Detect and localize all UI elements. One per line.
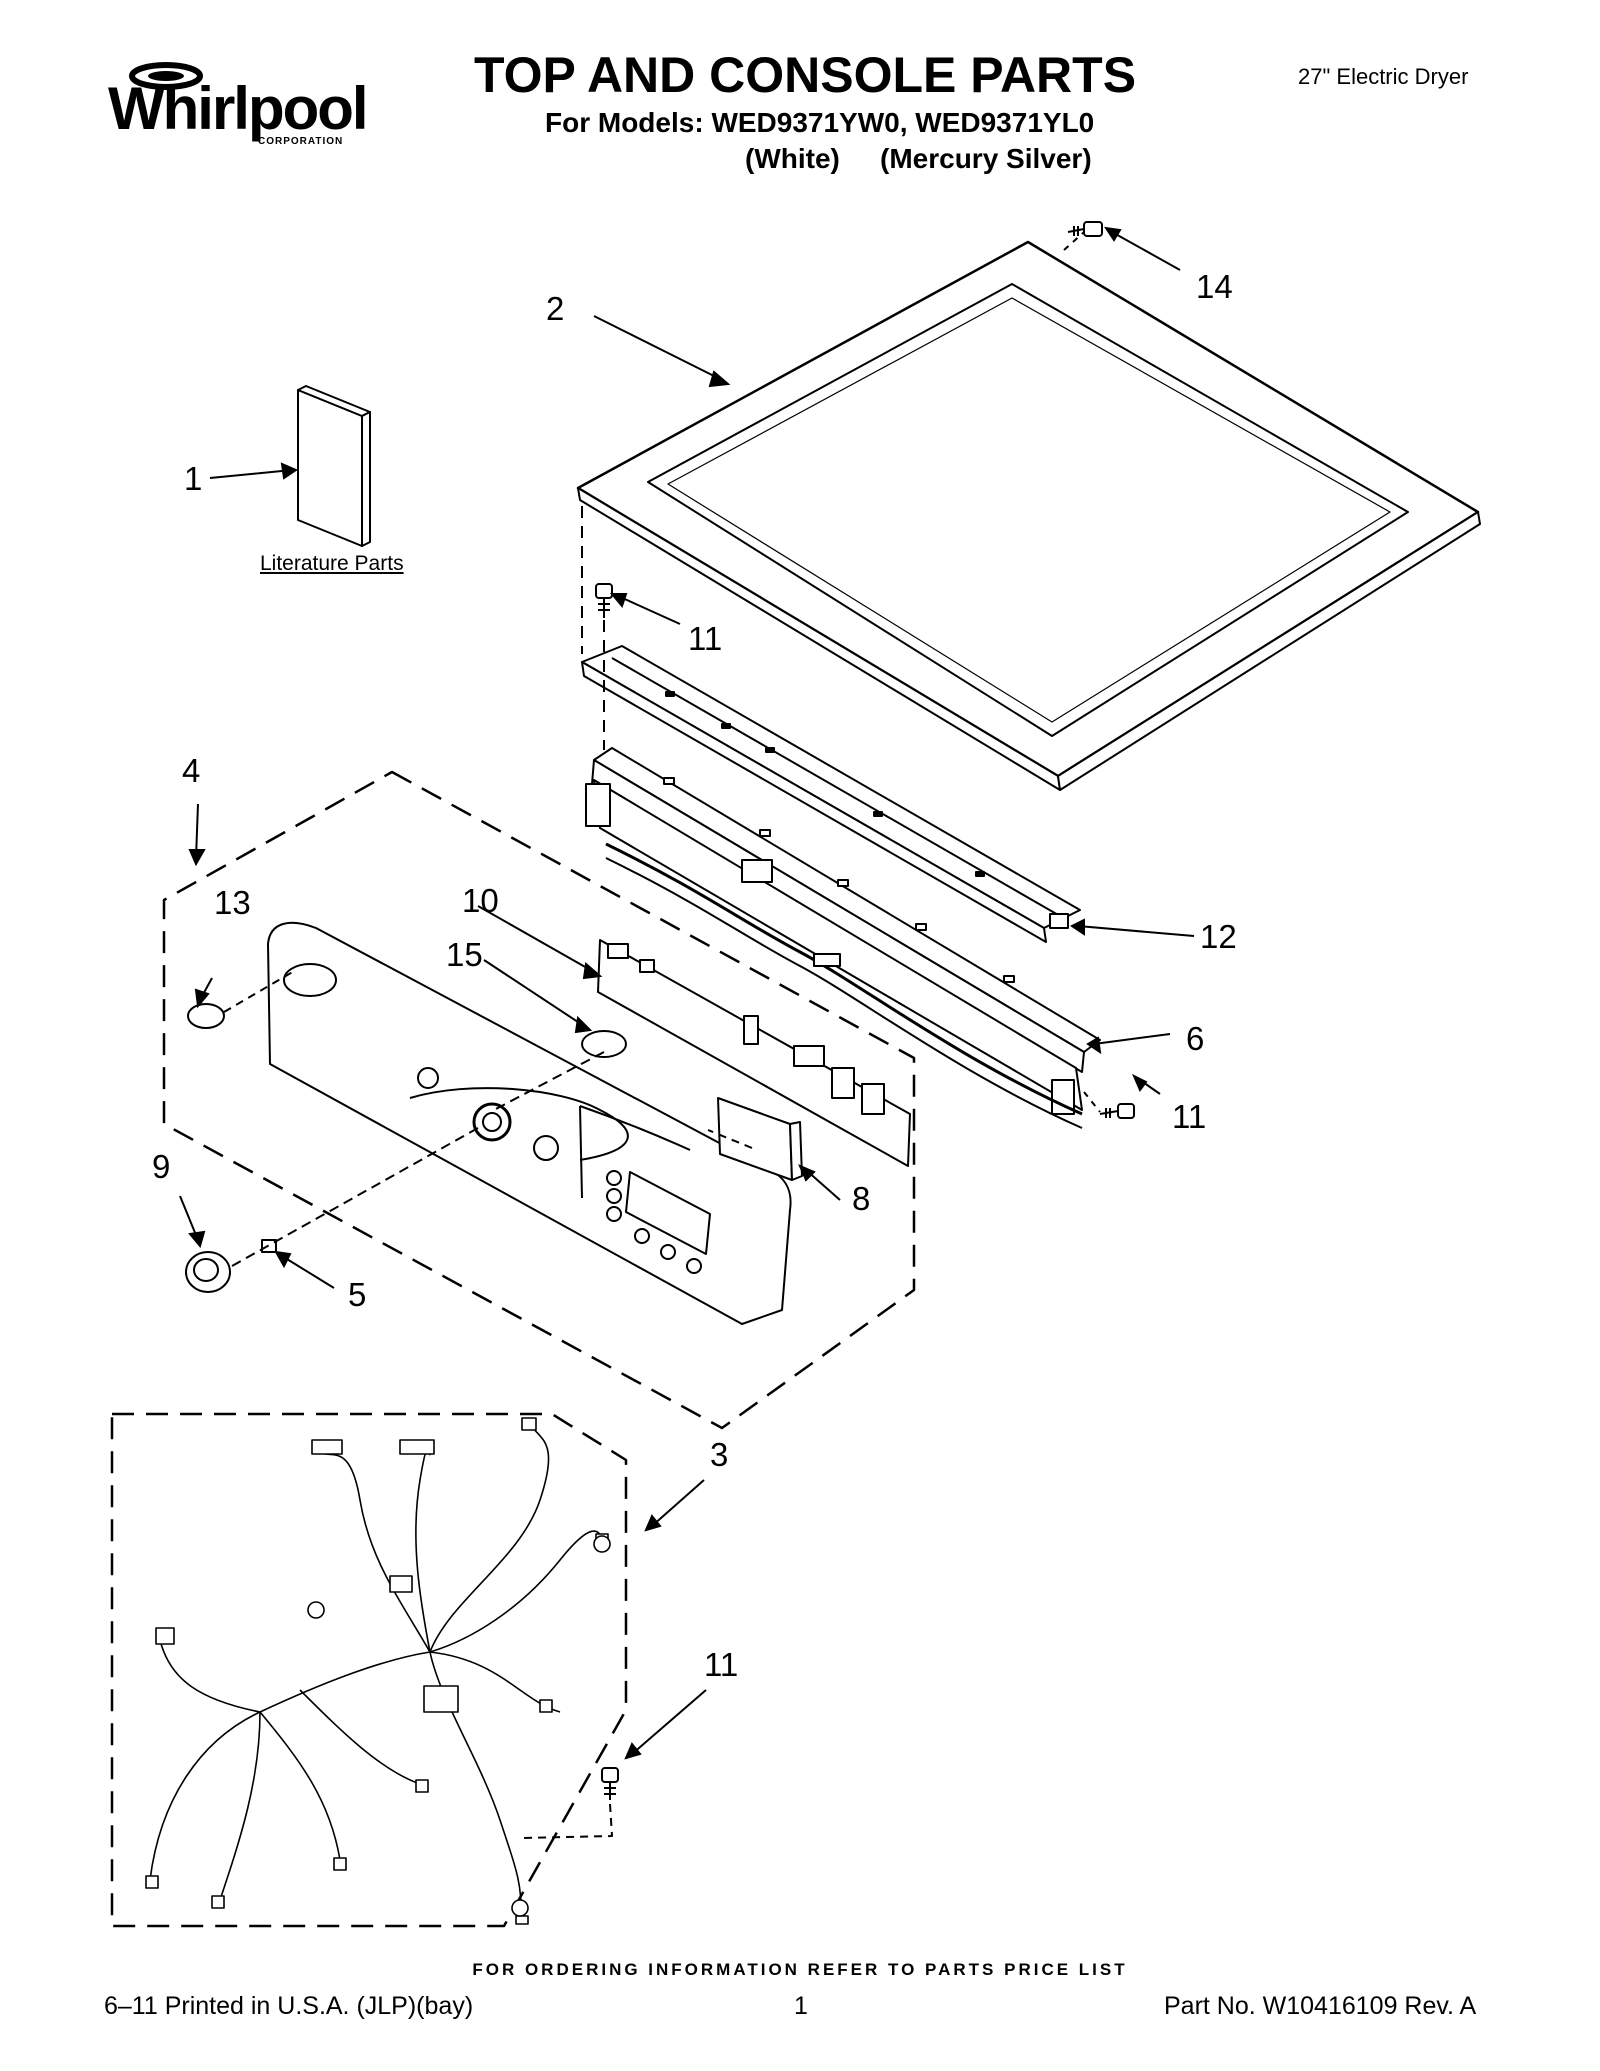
console-bracket-part-12 xyxy=(581,645,1081,943)
literature-booklet-part xyxy=(297,385,371,547)
callout-5: 5 xyxy=(348,1276,367,1313)
screw-part-11-upper xyxy=(595,583,613,618)
logo-swoosh-icon xyxy=(129,62,203,90)
callout-10: 10 xyxy=(462,882,499,919)
screw-part-11-right xyxy=(1099,1103,1135,1119)
callout-4: 4 xyxy=(182,752,201,789)
top-panel-part xyxy=(576,240,1481,791)
callout-13: 13 xyxy=(214,884,251,921)
product-type: 27" Electric Dryer xyxy=(1298,64,1469,89)
page-number: 1 xyxy=(794,1992,808,2020)
print-info: 6–11 Printed in U.S.A. (JLP)(bay) xyxy=(104,1992,474,2020)
callout-2: 2 xyxy=(546,290,565,327)
variant-white: (White) xyxy=(745,143,840,174)
foam-disc-part-15 xyxy=(581,1030,627,1058)
console-panel-part xyxy=(267,921,792,1325)
brand-logo: Whirlpool CORPORATION xyxy=(108,52,369,152)
callout-11-upper: 11 xyxy=(688,620,723,657)
callout-11-lower: 11 xyxy=(704,1646,739,1683)
variant-silver: (Mercury Silver) xyxy=(880,143,1092,174)
model-numbers: For Models: WED9371YW0, WED9371YL0 xyxy=(545,107,1095,138)
callout-12: 12 xyxy=(1200,918,1237,955)
callout-9: 9 xyxy=(152,1148,171,1185)
callout-11-right: 11 xyxy=(1172,1098,1207,1135)
callout-15: 15 xyxy=(446,936,483,973)
page-title: TOP AND CONSOLE PARTS xyxy=(473,47,1137,103)
clip-part-5 xyxy=(261,1239,277,1253)
screw-part-14 xyxy=(1067,221,1103,237)
badge-part-13 xyxy=(187,1003,225,1029)
callout-6: 6 xyxy=(1186,1020,1205,1057)
part-number: Part No. W10416109 Rev. A xyxy=(1164,1992,1477,2020)
console-frame-part-6 xyxy=(585,747,1101,1129)
literature-parts-label: Literature Parts xyxy=(260,552,404,575)
knob-part-9 xyxy=(185,1251,231,1293)
logo-wordmark: Whirlpool xyxy=(108,75,369,142)
screw-part-11-lower xyxy=(601,1767,619,1800)
callout-8: 8 xyxy=(852,1180,871,1217)
wire-harness-outline xyxy=(110,1412,628,1928)
callout-1: 1 xyxy=(184,460,203,497)
logo-corporation: CORPORATION xyxy=(258,136,344,147)
ordering-note: FOR ORDERING INFORMATION REFER TO PARTS … xyxy=(472,1960,1128,1979)
callout-3: 3 xyxy=(710,1436,729,1473)
wire-harness-part-3 xyxy=(145,1417,611,1925)
control-board-part-10 xyxy=(597,939,911,1167)
console-assembly-outline xyxy=(162,770,916,1430)
callout-14: 14 xyxy=(1196,268,1233,305)
